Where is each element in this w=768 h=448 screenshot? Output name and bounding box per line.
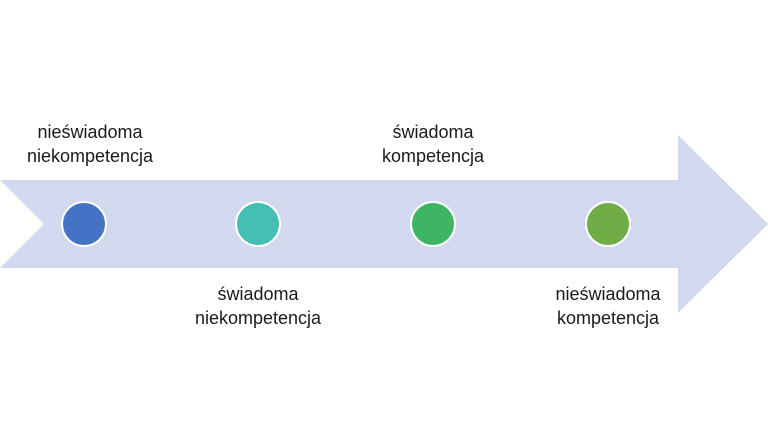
- timeline-arrow: [0, 135, 768, 313]
- stage-dot-4: [585, 201, 631, 247]
- stage-dot-3: [410, 201, 456, 247]
- stage-label-conscious-competence: świadoma kompetencja: [381, 122, 485, 166]
- stage-label-conscious-incompetence: świadoma niekompetencja: [194, 284, 322, 328]
- stage-label-unconscious-incompetence: nieświadoma niekompetencja: [26, 122, 154, 166]
- stage-label-unconscious-competence: nieświadoma kompetencja: [555, 284, 661, 328]
- stage-dot-1: [61, 201, 107, 247]
- stage-dot-2: [235, 201, 281, 247]
